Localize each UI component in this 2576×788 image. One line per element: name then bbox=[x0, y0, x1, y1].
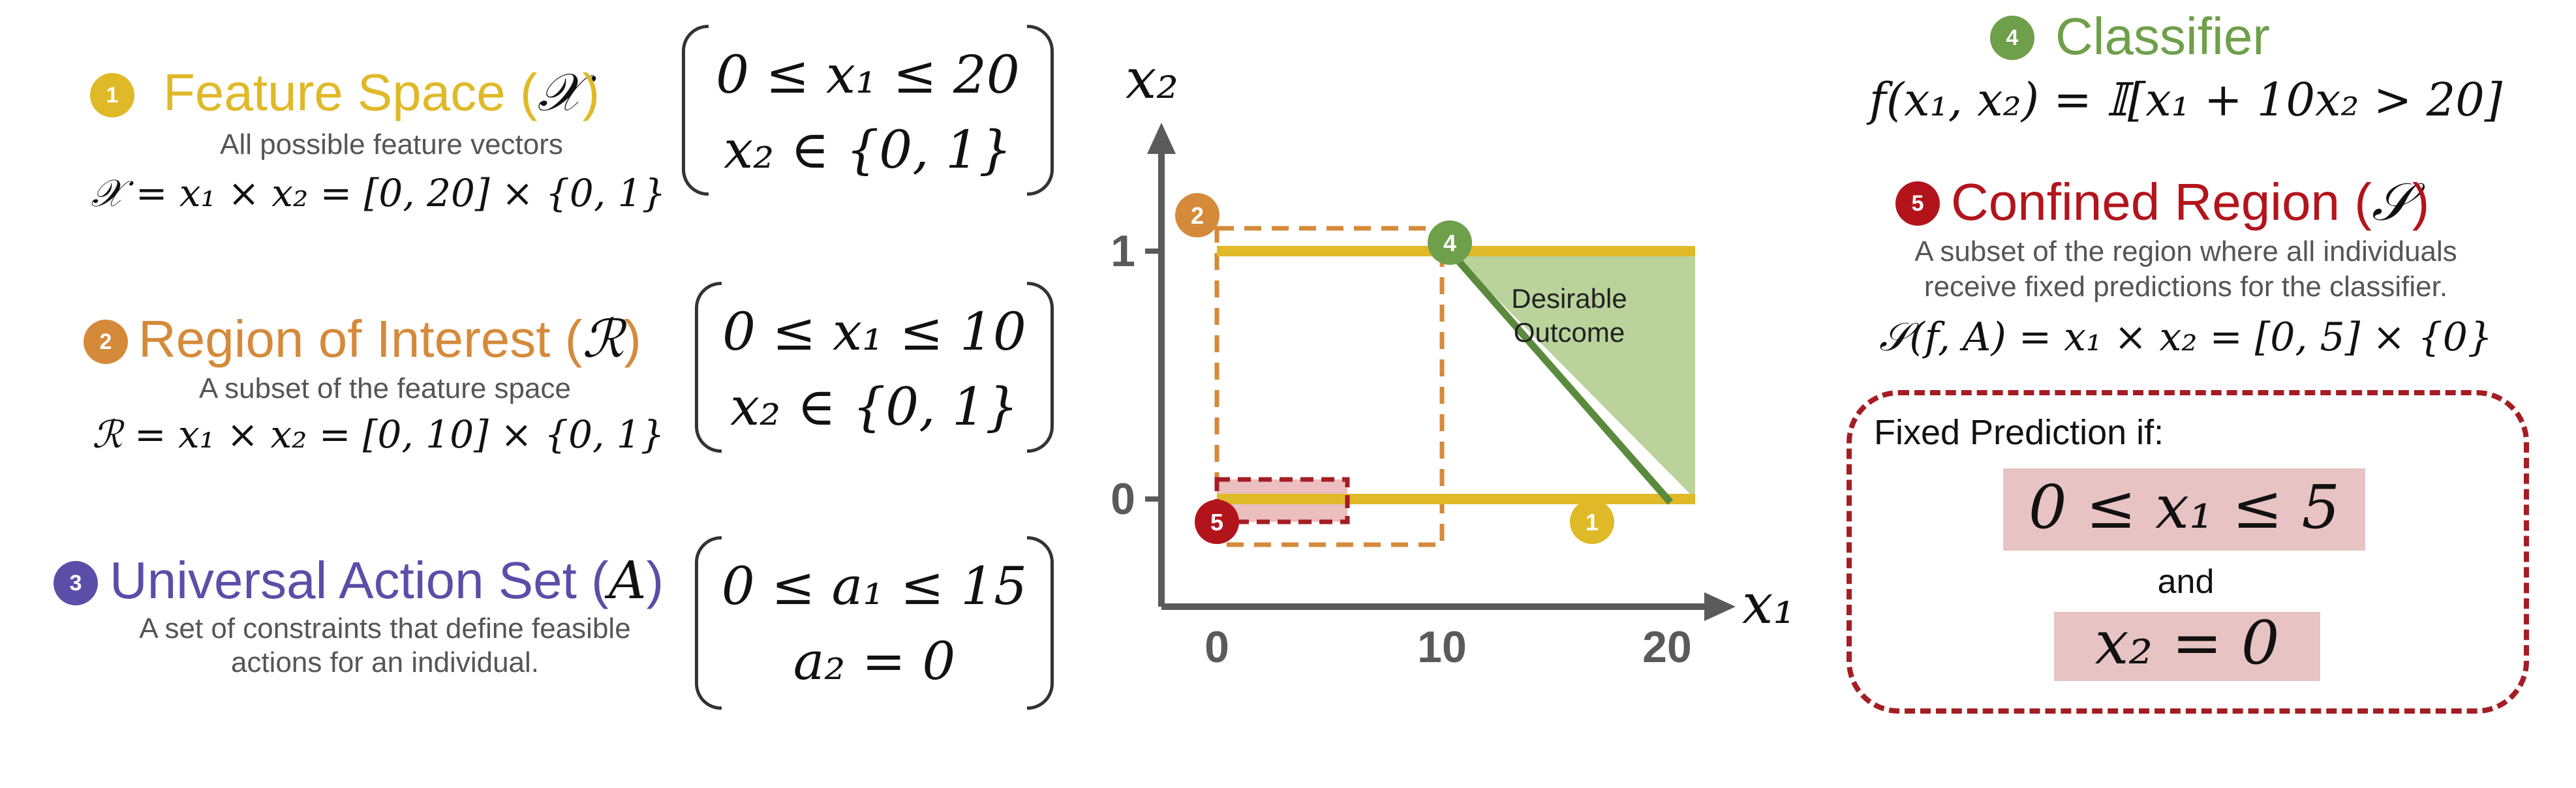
badge-4: 4 bbox=[1990, 16, 2034, 60]
x-tick-label-10: 10 bbox=[1417, 622, 1467, 672]
feature-space-title-text: Feature Space ( bbox=[163, 63, 538, 121]
marker-5-circle bbox=[1195, 500, 1239, 544]
region-constraint-2: x₂ ∈ {0, 1} bbox=[730, 376, 1019, 437]
x-axis-arrow bbox=[1704, 592, 1736, 621]
fixed-prediction-box bbox=[1847, 390, 2529, 714]
badge-5: 5 bbox=[1895, 181, 1940, 226]
feature-constraint-2: x₂ ∈ {0, 1} bbox=[724, 119, 1012, 180]
region-constraints: 0 ≤ x₁ ≤ 10 x₂ ∈ {0, 1} bbox=[695, 282, 1054, 453]
region-formula: ℛ = x₁ × x₂ = [0, 10] × {0, 1} bbox=[92, 412, 665, 457]
badge-1: 1 bbox=[90, 73, 134, 117]
region-symbol: ℛ bbox=[582, 309, 624, 369]
marker-2-label: 2 bbox=[1191, 202, 1204, 229]
marker-1-circle bbox=[1570, 500, 1614, 544]
action-constraint-2: a₂ = 0 bbox=[793, 631, 956, 691]
marker-1-label: 1 bbox=[1586, 509, 1599, 536]
desirable-outcome-label-2: Outcome bbox=[1514, 317, 1625, 348]
y-axis-arrow bbox=[1147, 123, 1176, 154]
action-constraint-1: 0 ≤ a₁ ≤ 15 bbox=[721, 556, 1028, 616]
badge-3: 3 bbox=[54, 561, 98, 605]
confined-title: Confined Region (𝒮) bbox=[1951, 176, 2429, 228]
desirable-outcome-label-1: Desirable bbox=[1511, 283, 1627, 314]
confined-title-text: Confined Region ( bbox=[1951, 173, 2372, 231]
feature-plot: 1 0 0 10 20 x₁ x₂ Desirable Outcome 2 4 … bbox=[1111, 47, 1795, 672]
feature-constraint-1: 0 ≤ x₁ ≤ 20 bbox=[716, 44, 1020, 105]
confined-description-2: receive fixed predictions for the classi… bbox=[1924, 271, 2448, 303]
y-axis-label: x₂ bbox=[1126, 47, 1178, 111]
y-tick-label-1: 1 bbox=[1111, 226, 1135, 276]
marker-4-circle bbox=[1428, 220, 1472, 265]
confined-formula: 𝒮(f, A) = x₁ × x₂ = [0, 5] × {0} bbox=[1878, 314, 2493, 360]
region-description: A subset of the feature space bbox=[199, 372, 571, 404]
action-description-2: actions for an individual. bbox=[230, 646, 540, 678]
confined-title-close: ) bbox=[2412, 173, 2430, 231]
condition-1: 0 ≤ x₁ ≤ 5 bbox=[2029, 472, 2340, 542]
marker-4-label: 4 bbox=[1443, 230, 1456, 256]
action-symbol: A bbox=[608, 550, 647, 611]
region-title-close: ) bbox=[624, 310, 641, 368]
action-title-text: Universal Action Set ( bbox=[110, 551, 609, 609]
condition-1-highlight bbox=[2003, 468, 2365, 551]
region-of-interest-box bbox=[1214, 226, 1445, 547]
feature-space-formula: 𝒳 = x₁ × x₂ = [0, 20] × {0, 1} bbox=[91, 171, 666, 215]
action-constraints: 0 ≤ a₁ ≤ 15 a₂ = 0 bbox=[695, 536, 1054, 710]
feature-space-constraints: 0 ≤ x₁ ≤ 20 x₂ ∈ {0, 1} bbox=[682, 25, 1054, 196]
region-title-text: Region of Interest ( bbox=[138, 310, 583, 368]
condition-2: x₂ = 0 bbox=[2094, 608, 2280, 678]
condition-connector: and bbox=[2157, 563, 2215, 601]
confined-symbol: 𝒮 bbox=[2371, 172, 2412, 232]
desirable-outcome-region bbox=[1450, 251, 1695, 499]
region-title: Region of Interest (ℛ) bbox=[138, 313, 641, 365]
x-axis-label: x₁ bbox=[1742, 572, 1795, 636]
feature-space-description: All possible feature vectors bbox=[220, 129, 563, 160]
marker-2-circle bbox=[1175, 193, 1219, 237]
action-description-1: A set of constraints that define feasibl… bbox=[139, 613, 631, 644]
decision-boundary bbox=[1447, 249, 1674, 505]
badge-2: 2 bbox=[84, 320, 128, 364]
region-constraint-1: 0 ≤ x₁ ≤ 10 bbox=[722, 301, 1026, 362]
x-tick-label-0: 0 bbox=[1204, 622, 1229, 672]
feature-space-title: Feature Space (𝒳) bbox=[163, 67, 600, 119]
feature-space-symbol: 𝒳 bbox=[537, 62, 583, 123]
confined-description-1: A subset of the region where all individ… bbox=[1914, 235, 2457, 267]
feature-space-title-close: ) bbox=[582, 63, 600, 121]
classifier-title: Classifier bbox=[2055, 7, 2270, 65]
condition-2-highlight bbox=[2054, 612, 2320, 681]
action-title-close: ) bbox=[646, 551, 664, 609]
x-tick-label-20: 20 bbox=[1642, 622, 1692, 672]
y-tick-label-0: 0 bbox=[1111, 474, 1135, 524]
fixed-prediction-label: Fixed Prediction if: bbox=[1874, 413, 2164, 452]
action-title: Universal Action Set (A) bbox=[110, 554, 664, 607]
marker-5-label: 5 bbox=[1210, 509, 1223, 536]
classifier-formula: f(x₁, x₂) = 𝕀[x₁ + 10x₂ > 20] bbox=[1869, 73, 2503, 127]
